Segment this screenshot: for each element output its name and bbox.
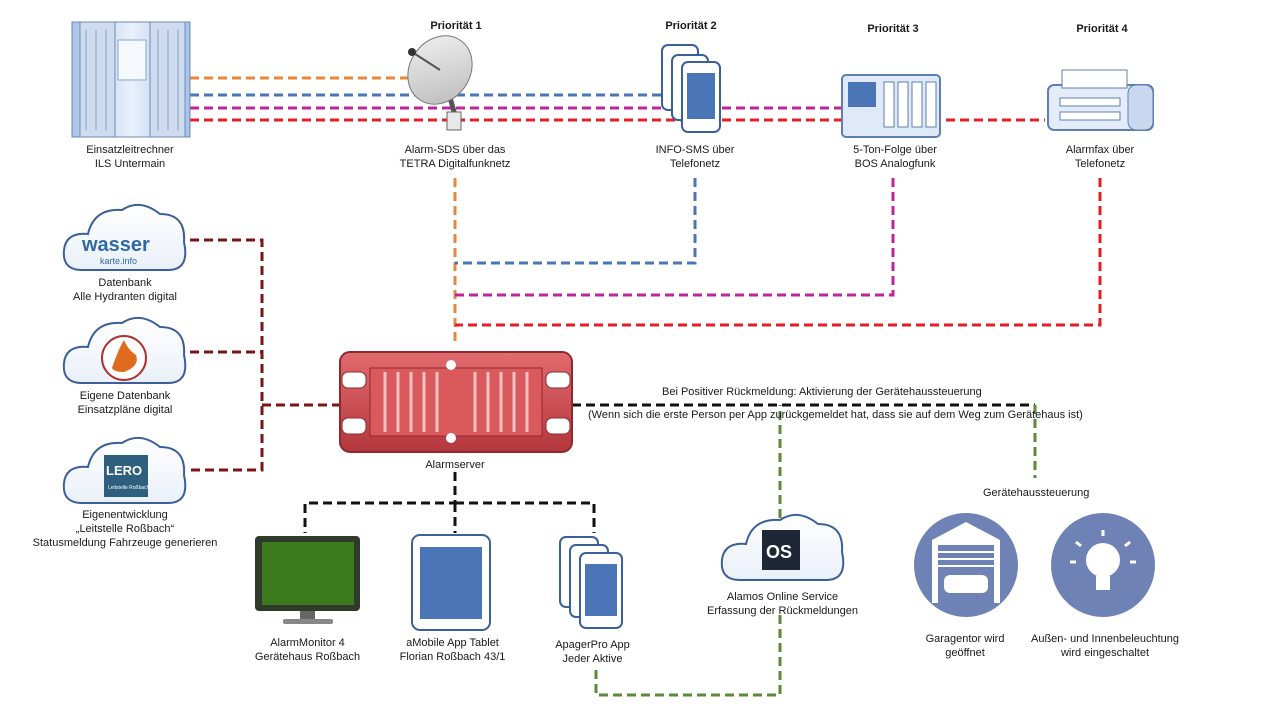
eigene-label-line2: Einsatzpläne digital: [77, 404, 173, 416]
tablet-label-line1: aMobile App Tablet: [406, 637, 499, 649]
line-output-b: [455, 501, 596, 533]
light-label-line1: Außen- und Innenbeleuchtung: [1030, 633, 1179, 645]
alamos-cloud-icon: [720, 513, 845, 581]
fax-label: Alarmfax über Telefonetz: [1030, 143, 1170, 171]
garage-door-icon: [914, 513, 1018, 617]
apager-label: ApagerPro App Jeder Aktive: [525, 638, 660, 666]
garage-label-line2: geöffnet: [945, 647, 985, 659]
light-bulb-icon: [1051, 513, 1155, 617]
lero-label-line3: Statusmeldung Fahrzeuge generieren: [32, 537, 218, 549]
wasserkarte-label-line1: Datenbank: [98, 277, 152, 289]
apager-label-line2: Jeder Aktive: [562, 653, 623, 665]
ils-label: Einsatzleitrechner ILS Untermain: [50, 143, 210, 171]
tablet-label-line2: Florian Roßbach 43/1: [399, 651, 506, 663]
wasserkarte-cloud-icon: [62, 203, 187, 271]
sms-label-line1: INFO-SMS über: [655, 144, 735, 156]
monitor-label-line2: Gerätehaus Roßbach: [254, 651, 361, 663]
line-db: [190, 238, 264, 472]
tetra-label-line2: TETRA Digitalfunknetz: [399, 158, 511, 170]
alamos-label: Alamos Online Service Erfassung der Rück…: [695, 590, 870, 618]
alamos-logo-text: OS: [766, 542, 792, 562]
smartphones-icon: [661, 44, 721, 133]
wasserkarte-logo-sub: karte.info: [100, 256, 137, 266]
line-bos-down: [455, 178, 895, 297]
lero-logo-sub: Leitstelle Roßbach: [108, 485, 150, 491]
line-green: [594, 612, 782, 697]
light-label: Außen- und Innenbeleuchtung wird eingesc…: [1025, 632, 1185, 660]
tetra-label-line1: Alarm-SDS über das: [404, 144, 506, 156]
priority-4-heading: Priorität 4: [1076, 23, 1128, 35]
lero-cloud-icon: [62, 436, 187, 504]
tablet-label: aMobile App Tablet Florian Roßbach 43/1: [375, 636, 530, 664]
apager-phones-icon: [559, 536, 623, 629]
sms-label: INFO-SMS über Telefonetz: [620, 143, 770, 171]
ils-label-line1: Einsatzleitrechner: [86, 144, 174, 156]
alarmserver-label: Alarmserver: [400, 458, 510, 472]
monitor-label-line1: AlarmMonitor 4: [270, 637, 345, 649]
fax-label-line2: Telefonetz: [1074, 158, 1126, 170]
control-title: Gerätehaussteuerung: [983, 487, 1090, 499]
feedback-note-line2: (Wenn sich die erste Person per App zurü…: [588, 409, 1083, 421]
monitor-label: AlarmMonitor 4 Gerätehaus Roßbach: [230, 636, 385, 664]
wasserkarte-label-line2: Alle Hydranten digital: [73, 291, 177, 303]
eigene-label-line1: Eigene Datenbank: [79, 390, 171, 402]
wasserkarte-logo-text: wasser: [81, 234, 150, 256]
bos-label-line1: 5-Ton-Folge über: [853, 144, 937, 156]
server-rack-icon: [71, 21, 191, 138]
priority-3-heading: Priorität 3: [867, 23, 919, 35]
priority-1-heading: Priorität 1: [430, 20, 482, 32]
bos-label-line2: BOS Analogfunk: [854, 158, 936, 170]
alarmserver-label-text: Alarmserver: [425, 459, 485, 471]
garage-label-line1: Garagentor wird: [925, 633, 1005, 645]
alamos-label-line2: Erfassung der Rückmeldungen: [706, 605, 859, 617]
radio-device-icon: [841, 74, 941, 138]
line-fax-down: [455, 178, 1102, 327]
light-label-line2: wird eingeschaltet: [1060, 647, 1150, 659]
apager-label-line1: ApagerPro App: [555, 639, 630, 651]
lero-label-line1: Eigenentwicklung: [82, 509, 168, 521]
ils-label-line2: ILS Untermain: [94, 158, 166, 170]
tetra-label: Alarm-SDS über das TETRA Digitalfunknetz: [370, 143, 540, 171]
satellite-dish-icon: [407, 35, 473, 131]
eigene-cloud-icon: [62, 316, 187, 384]
alamos-label-line1: Alamos Online Service: [726, 591, 839, 603]
lero-label: Eigenentwicklung „Leitstelle Roßbach“ St…: [20, 508, 230, 550]
line-output: [303, 472, 457, 533]
sms-label-line2: Telefonetz: [669, 158, 721, 170]
eigene-label: Eigene Datenbank Einsatzpläne digital: [40, 389, 210, 417]
line-sms-down: [455, 178, 697, 265]
alarmserver-icon: [339, 351, 573, 453]
lero-label-line2: „Leitstelle Roßbach“: [75, 523, 175, 535]
monitor-icon: [255, 536, 360, 624]
feedback-note-line1: Bei Positiver Rückmeldung: Aktivierung d…: [662, 386, 982, 398]
fax-label-line1: Alarmfax über: [1065, 144, 1135, 156]
wasserkarte-label: Datenbank Alle Hydranten digital: [40, 276, 210, 304]
priority-2-heading: Priorität 2: [665, 20, 717, 32]
garage-label: Garagentor wird geöffnet: [900, 632, 1030, 660]
tablet-icon: [411, 534, 491, 631]
fax-machine-icon: [1047, 69, 1154, 131]
lero-logo-text: LERO: [106, 463, 142, 478]
bos-label: 5-Ton-Folge über BOS Analogfunk: [820, 143, 970, 171]
connection-lines: [190, 76, 1102, 697]
